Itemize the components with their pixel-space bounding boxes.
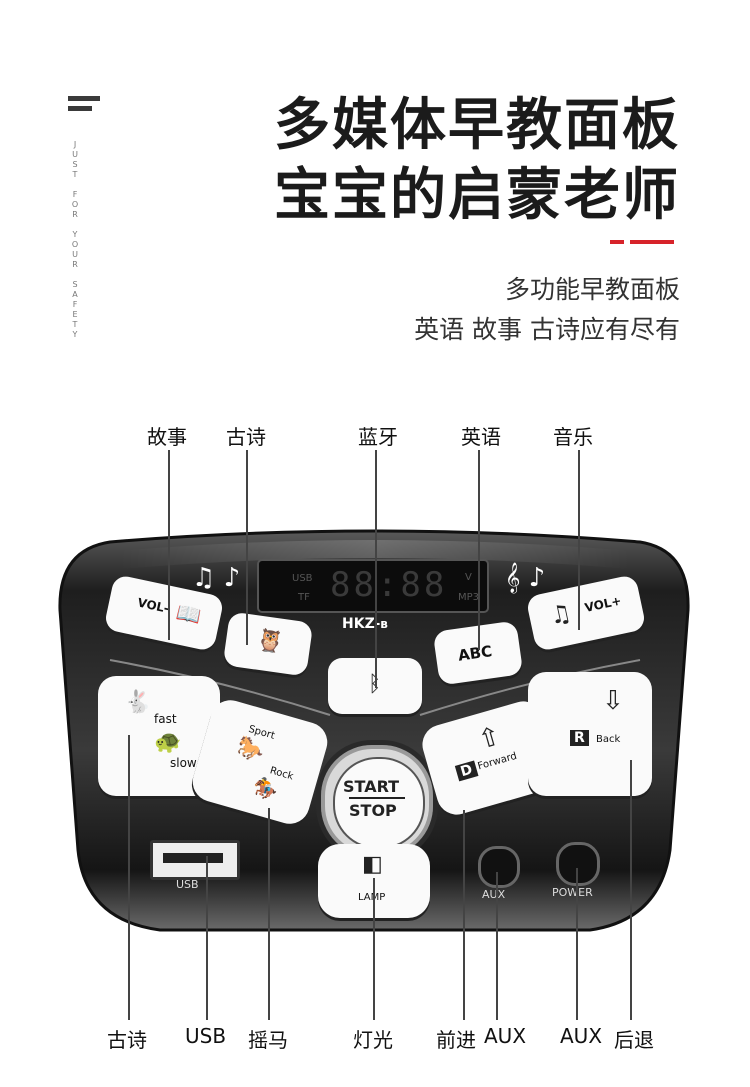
subtitle-line-2: 英语 故事 古诗应有尽有	[414, 315, 680, 344]
display-usb: USB	[292, 573, 313, 584]
vertical-slogan-letter: U	[72, 250, 78, 259]
forward-letter: D	[454, 760, 479, 782]
lamp-label: LAMP	[358, 892, 386, 903]
usb-port[interactable]	[150, 840, 240, 880]
label-back: 后退	[614, 1028, 654, 1052]
rabbit-icon: 🐇	[124, 690, 152, 715]
label-bluetooth: 蓝牙	[358, 425, 398, 449]
power-jack-label: POWER	[552, 886, 593, 899]
usb-port-slot	[163, 853, 223, 863]
callout-line-back	[630, 760, 632, 1020]
vertical-slogan-letter: Y	[72, 230, 78, 239]
note-icon-left: ♫ ♪	[192, 563, 240, 593]
callout-line-power	[576, 868, 578, 1020]
label-lamp: 灯光	[353, 1028, 393, 1052]
callout-line-rock-horse	[268, 808, 270, 1020]
aux-jack[interactable]	[478, 846, 520, 888]
usb-port-label: USB	[176, 878, 199, 891]
vertical-slogan-letter: S	[72, 160, 78, 169]
vertical-slogan-letter: J	[73, 140, 77, 149]
vertical-slogan-letter: T	[72, 170, 78, 179]
slow-label: slow	[170, 756, 197, 770]
bluetooth-icon: ᛒ	[368, 672, 381, 697]
panel-groove-left	[109, 659, 331, 716]
lcd-display	[257, 559, 489, 613]
start-stop-divider	[349, 797, 405, 799]
callout-line-usb	[206, 856, 208, 1020]
callout-line-story	[168, 450, 170, 640]
vertical-slogan-letter: S	[72, 280, 78, 289]
callout-line-poem-bottom	[128, 735, 130, 1020]
back-text: Back	[596, 734, 621, 745]
title-line-2: 宝宝的启蒙老师	[274, 163, 680, 228]
vertical-slogan-letter: F	[72, 300, 78, 309]
label-usb: USB	[185, 1024, 227, 1048]
menu-bar-bottom	[68, 106, 92, 111]
title-line-1: 多媒体早教面板	[274, 93, 680, 158]
label-rock-horse: 摇马	[248, 1028, 288, 1052]
owl-icon: 🦉	[254, 627, 286, 657]
vertical-slogan-letter: U	[72, 150, 78, 159]
label-aux-2: AUX	[560, 1024, 603, 1048]
book-icon: 📖	[174, 599, 204, 629]
display-tf: TF	[298, 592, 310, 603]
label-music: 音乐	[553, 425, 593, 449]
label-poem-bottom: 古诗	[107, 1028, 147, 1052]
abc-label: ABC	[456, 642, 494, 665]
start-label: START	[343, 777, 400, 796]
label-aux-1: AUX	[484, 1024, 527, 1048]
label-forward: 前进	[436, 1028, 476, 1052]
vertical-slogan-letter: R	[72, 210, 78, 219]
power-jack[interactable]	[556, 842, 600, 886]
callout-line-poem-top	[246, 450, 248, 645]
callout-line-aux	[496, 872, 498, 1020]
bluetooth-mini-icon: ʙ	[380, 617, 388, 631]
callout-line-bluetooth	[375, 450, 377, 688]
back-button[interactable]: ⇩ R Back	[528, 672, 652, 796]
label-poem-top: 古诗	[226, 425, 266, 449]
stop-label: STOP	[349, 801, 397, 820]
vertical-slogan-letter: T	[72, 320, 78, 329]
model-text: HKZ-	[342, 616, 381, 632]
vertical-slogan-letter	[70, 220, 80, 230]
aux-jack-label: AUX	[482, 888, 506, 901]
label-english: 英语	[461, 425, 501, 449]
vertical-slogan-letter: E	[72, 310, 78, 319]
start-stop-button[interactable]: START STOP	[316, 740, 438, 862]
vol-minus-label: VOL-	[136, 595, 171, 616]
vertical-slogan-letter: A	[72, 290, 78, 299]
label-story: 故事	[147, 425, 187, 449]
display-digits: 88:88	[330, 565, 448, 605]
turtle-icon: 🐢	[154, 730, 182, 755]
back-arrow-icon: ⇩	[602, 686, 624, 716]
lamp-icon: ◧	[362, 852, 383, 877]
display-v: V	[465, 572, 472, 583]
poem-button[interactable]: 🦉	[222, 611, 314, 677]
back-letter: R	[570, 730, 589, 746]
callout-line-english	[478, 450, 480, 650]
fast-label: fast	[154, 712, 177, 726]
accent-bar-long	[630, 240, 674, 244]
start-stop-face	[333, 757, 425, 849]
music-note-icon: ♫	[547, 598, 574, 631]
model-label: HKZ-ʙ	[342, 616, 388, 632]
vertical-slogan-letter: Y	[72, 330, 78, 339]
callout-line-lamp	[373, 878, 375, 1020]
note-icon-right: 𝄞 ♪	[505, 562, 545, 594]
vertical-slogan-letter: F	[72, 190, 78, 199]
display-mp3: MP3	[458, 592, 480, 603]
vertical-slogan-letter	[70, 180, 80, 190]
callout-line-forward	[463, 810, 465, 1020]
vertical-slogan-letter: O	[71, 200, 79, 209]
subtitle-line-1: 多功能早教面板	[504, 275, 680, 304]
vertical-slogan-letter: R	[72, 260, 78, 269]
vertical-slogan-letter: O	[71, 240, 79, 249]
vol-plus-label: VOL+	[583, 593, 623, 615]
accent-bar-short	[610, 240, 624, 244]
forward-arrow-icon: ⇧	[474, 720, 505, 756]
menu-bar-top	[68, 96, 100, 101]
vertical-slogan-letter	[70, 270, 80, 280]
callout-line-music	[578, 450, 580, 630]
